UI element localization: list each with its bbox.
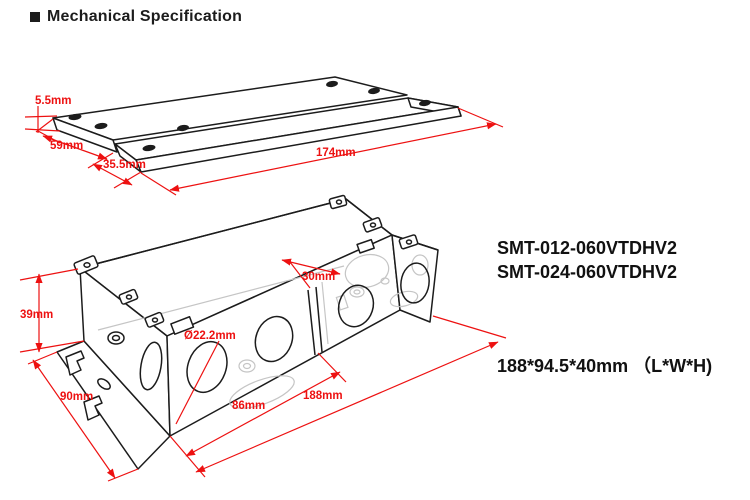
dim-label-junction-width: 30mm: [302, 271, 335, 283]
dimension-base-width: 90mm: [27, 351, 139, 482]
dim-label-knockout-diameter: Ø22.2mm: [184, 330, 236, 342]
model-number-1: SMT-012-060VTDHV2: [497, 238, 678, 258]
dim-label-driver-section-length: 86mm: [232, 400, 265, 412]
dim-label-rear-plate-width: 59mm: [50, 140, 83, 152]
dimension-height: 39mm: [19, 268, 85, 353]
dim-label-height: 39mm: [20, 309, 53, 321]
enclosure-drawing: [56, 194, 439, 470]
dim-label-overall-length: 188mm: [303, 390, 343, 402]
cover-plate-drawing: [52, 76, 462, 173]
model-number-2: SMT-024-060VTDHV2: [497, 262, 678, 282]
dimension-thickness: 5.5mm: [24, 95, 71, 144]
model-numbers: SMT-012-060VTDHV2 SMT-024-060VTDHV2: [497, 236, 677, 284]
page-title: Mechanical Specification: [47, 8, 243, 25]
cover-dimensions: 5.5mm 59mm 35.5mm 174mm: [24, 95, 504, 196]
section-bullet-icon: [30, 12, 40, 22]
dimension-cover-length: 174mm: [140, 107, 504, 196]
dimension-front-plate-width: 35.5mm: [92, 159, 146, 189]
dim-label-front-plate-width: 35.5mm: [103, 159, 146, 171]
dimension-overall-length: 188mm: [169, 315, 507, 478]
dim-label-base-width: 90mm: [60, 391, 93, 403]
dim-label-thickness: 5.5mm: [35, 95, 71, 107]
overall-dimensions: 188*94.5*40mm （L*W*H): [497, 356, 713, 376]
dim-label-cover-length: 174mm: [316, 147, 356, 159]
enclosure-dimensions: 39mm 90mm Ø22.2mm 30mm 86mm: [19, 258, 507, 482]
dimension-rear-plate-width: 59mm: [35, 118, 114, 169]
section-title: Mechanical Specification: [30, 8, 242, 26]
dimension-junction-width: 30mm: [281, 258, 341, 289]
screw-tabs: [73, 194, 419, 328]
